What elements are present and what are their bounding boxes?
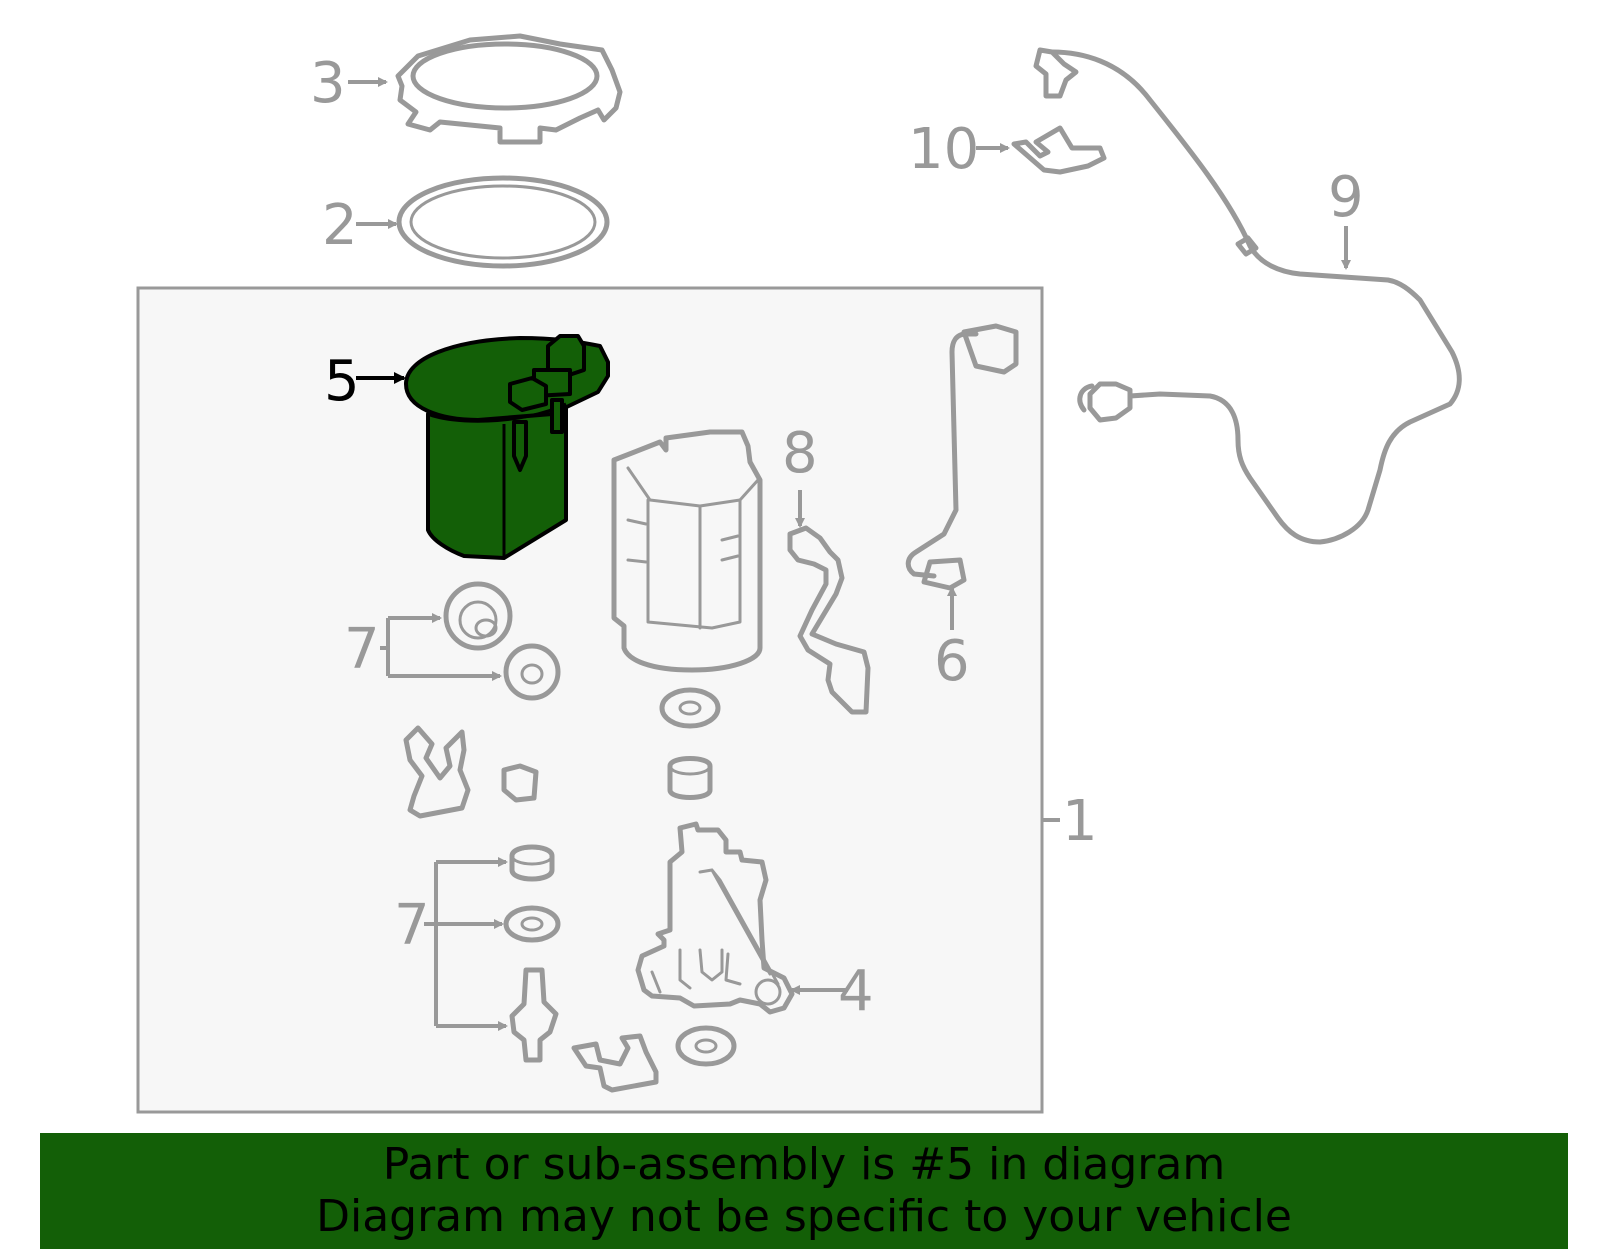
spacer-center bbox=[667, 756, 713, 800]
part-4-bracket bbox=[635, 821, 795, 1015]
part-2-gasket bbox=[396, 175, 610, 269]
part-3-lock-ring bbox=[395, 33, 623, 145]
valve-lower bbox=[509, 967, 559, 1063]
fuel-pump-housing bbox=[611, 429, 763, 673]
retainer-clip-left bbox=[403, 725, 471, 819]
callout-1: 1 bbox=[1062, 789, 1098, 854]
retainer-clip-bottom bbox=[571, 1033, 659, 1093]
grommet-1 bbox=[443, 581, 513, 651]
callout-2: 2 bbox=[322, 193, 358, 258]
callout-10: 10 bbox=[908, 117, 979, 182]
washer-1 bbox=[503, 643, 561, 701]
seal-small bbox=[501, 763, 539, 803]
part-10-clip bbox=[1011, 125, 1107, 175]
callout-6: 6 bbox=[934, 629, 970, 694]
part-6-wire-harness bbox=[905, 323, 1019, 591]
part-5-fuel-pump-module bbox=[404, 334, 610, 560]
callout-8: 8 bbox=[782, 421, 818, 486]
callout-9: 9 bbox=[1328, 165, 1364, 230]
washer-bottom bbox=[675, 1025, 737, 1067]
callout-7-upper: 7 bbox=[344, 617, 380, 682]
banner-line-2: Diagram may not be specific to your vehi… bbox=[316, 1191, 1292, 1242]
assembly-box bbox=[136, 286, 1044, 1114]
part-8-sender bbox=[787, 525, 871, 715]
callout-7-lower: 7 bbox=[394, 893, 430, 958]
callout-leaders bbox=[348, 77, 1351, 1031]
banner-line-1: Part or sub-assembly is #5 in diagram bbox=[382, 1139, 1226, 1190]
o-ring-lower bbox=[503, 905, 561, 943]
callout-5: 5 bbox=[324, 349, 360, 414]
washer-center bbox=[659, 687, 721, 729]
cap-lower bbox=[509, 844, 555, 882]
callout-4: 4 bbox=[838, 959, 874, 1024]
part-9-fuel-line bbox=[1033, 47, 1462, 545]
callout-3: 3 bbox=[310, 51, 346, 116]
info-banner: Part or sub-assembly is #5 in diagram Di… bbox=[40, 1133, 1568, 1249]
